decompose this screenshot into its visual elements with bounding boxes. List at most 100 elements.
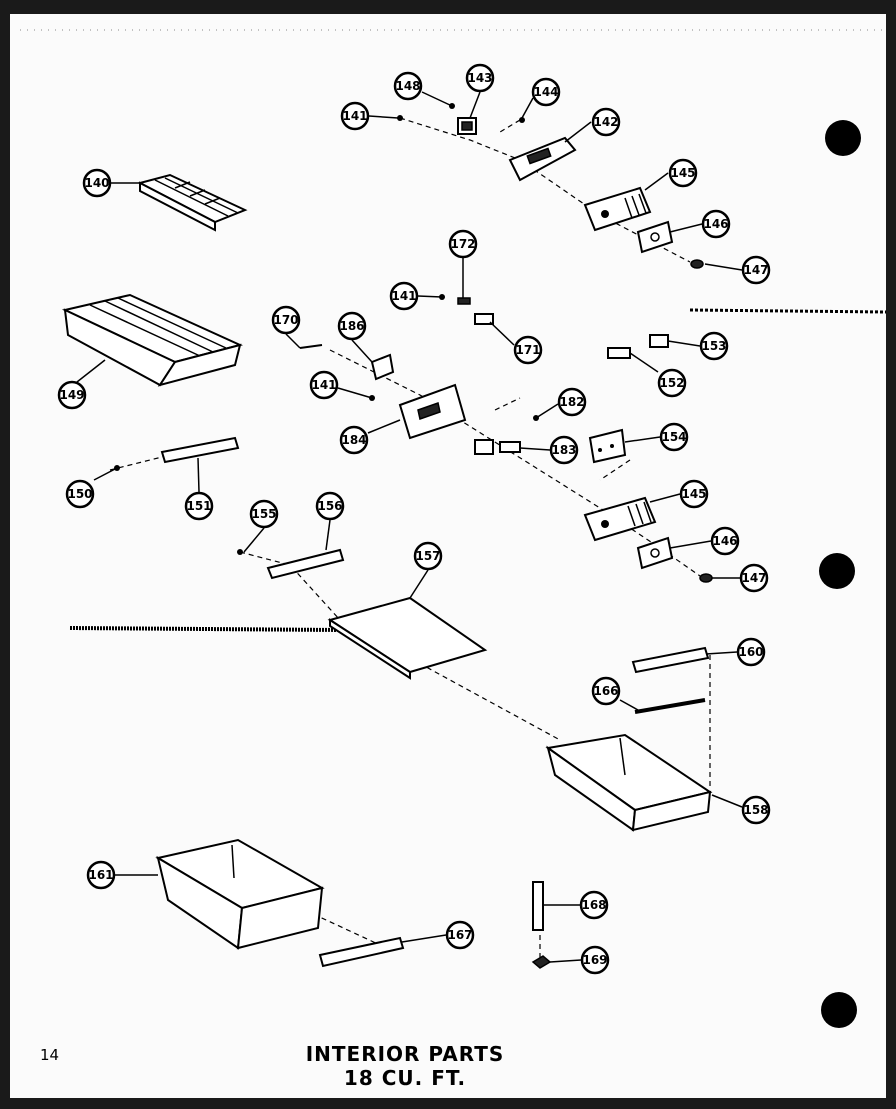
svg-text:158: 158: [743, 803, 768, 817]
svg-text:150: 150: [67, 487, 92, 501]
svg-text:170: 170: [273, 313, 298, 327]
svg-text:142: 142: [593, 115, 618, 129]
svg-text:169: 169: [582, 953, 607, 967]
part-166-rod: [634, 698, 706, 714]
callout-150: 150: [65, 479, 95, 509]
svg-text:183: 183: [551, 443, 576, 457]
callout-167: 167: [445, 920, 475, 950]
callout-168: 168: [579, 890, 609, 920]
part-186-bracket: [370, 353, 395, 381]
callout-161: 161: [86, 860, 116, 890]
svg-text:146: 146: [703, 217, 728, 231]
diagram-title: INTERIOR PARTS 18 CU. FT.: [290, 1042, 520, 1090]
part-149-ice-bucket: [61, 293, 243, 387]
svg-text:145: 145: [670, 166, 695, 180]
svg-text:182: 182: [559, 395, 584, 409]
callout-154: 154: [659, 422, 689, 452]
callout-149: 149: [57, 380, 87, 410]
fasteners: [114, 103, 539, 555]
svg-text:145: 145: [681, 487, 706, 501]
svg-text:160: 160: [738, 645, 763, 659]
part-160-rail: [631, 646, 710, 674]
callout-151: 151: [184, 491, 214, 521]
svg-text:168: 168: [581, 898, 606, 912]
part-146-lamp-socket-upper: [636, 220, 674, 254]
callout-155: 155: [249, 499, 279, 529]
svg-text:154: 154: [661, 430, 686, 444]
svg-text:155: 155: [251, 507, 276, 521]
callout-141: 141: [340, 101, 370, 131]
part-184-control-housing: [398, 383, 467, 440]
callout-146: 146: [710, 526, 740, 556]
callout-140: 140: [82, 168, 112, 198]
part-145-light-housing-lower: [583, 496, 657, 542]
svg-text:184: 184: [341, 433, 366, 447]
svg-text:161: 161: [88, 868, 113, 882]
svg-text:167: 167: [447, 928, 472, 942]
callout-157: 157: [413, 541, 443, 571]
part-168-post: [532, 881, 544, 931]
callout-145: 145: [679, 479, 709, 509]
punch-hole: [819, 553, 855, 589]
callout-153: 153: [699, 331, 729, 361]
part-145-light-housing-upper: [583, 186, 652, 232]
callout-labels: 148 143 144 141 142 140 145 146 147 172 …: [57, 63, 771, 975]
callout-182: 182: [557, 387, 587, 417]
callout-144: 144: [531, 77, 561, 107]
svg-text:141: 141: [391, 289, 416, 303]
svg-text:144: 144: [533, 85, 558, 99]
callout-166: 166: [591, 676, 621, 706]
svg-text:148: 148: [395, 79, 420, 93]
part-167-rail: [318, 936, 405, 968]
svg-text:186: 186: [339, 319, 364, 333]
part-156-rail: [266, 548, 345, 580]
title-line-1: INTERIOR PARTS: [305, 1042, 505, 1066]
callout-169: 169: [580, 945, 610, 975]
svg-text:146: 146: [712, 534, 737, 548]
assembly-lines: [109, 117, 711, 960]
callout-172: 172: [448, 229, 478, 259]
part-147-bulb-lower: [699, 573, 713, 583]
callout-160: 160: [736, 637, 766, 667]
punch-hole: [825, 120, 861, 156]
svg-text:143: 143: [467, 71, 492, 85]
part-183-switch: [474, 439, 521, 455]
callout-152: 152: [657, 368, 687, 398]
part-143-switch: [457, 117, 477, 135]
part-161-crisper-drawer: [155, 838, 325, 950]
svg-text:156: 156: [317, 499, 342, 513]
callout-183: 183: [549, 435, 579, 465]
part-154-box: [588, 428, 627, 464]
svg-text:147: 147: [741, 571, 766, 585]
part-140-ice-tray: [137, 173, 248, 232]
callout-170: 170: [271, 305, 301, 335]
leader-lines: [76, 91, 743, 963]
svg-text:152: 152: [659, 376, 684, 390]
callout-143: 143: [465, 63, 495, 93]
svg-text:149: 149: [59, 388, 84, 402]
callout-148: 148: [393, 71, 423, 101]
callout-171: 171: [513, 335, 543, 365]
part-147-bulb-upper: [690, 259, 704, 269]
part-171-172-switch-parts: [457, 297, 494, 325]
callout-145: 145: [668, 158, 698, 188]
svg-text:141: 141: [311, 378, 336, 392]
callout-141: 141: [389, 281, 419, 311]
part-151-rail: [160, 436, 240, 464]
svg-text:153: 153: [701, 339, 726, 353]
svg-text:151: 151: [186, 499, 211, 513]
punch-hole: [821, 992, 857, 1028]
svg-text:157: 157: [415, 549, 440, 563]
svg-text:171: 171: [515, 343, 540, 357]
part-169-clip: [531, 955, 552, 969]
callout-141: 141: [309, 370, 339, 400]
part-152-153-parts: [607, 334, 669, 359]
callout-156: 156: [315, 491, 345, 521]
part-146-lamp-socket-lower: [636, 536, 674, 570]
title-line-2: 18 CU. FT.: [343, 1066, 467, 1090]
part-142-bracket: [508, 136, 577, 182]
svg-text:172: 172: [450, 237, 475, 251]
